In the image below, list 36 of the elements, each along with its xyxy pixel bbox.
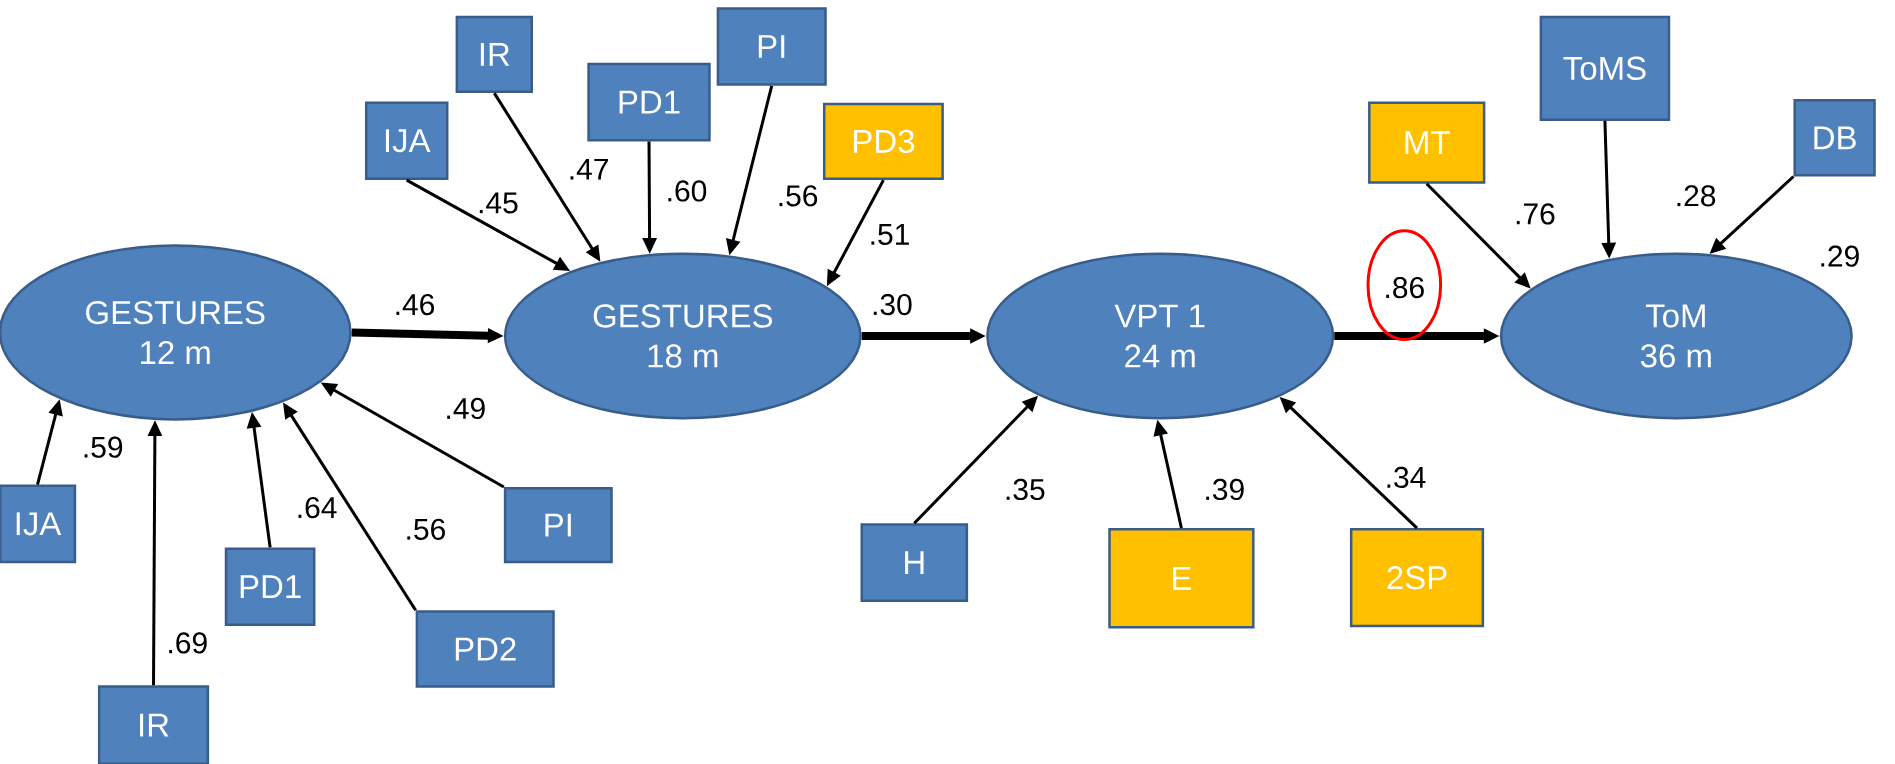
variable-box: IR bbox=[455, 15, 533, 94]
ellipse-node: GESTURES 18 m bbox=[503, 252, 862, 420]
variable-box: PD2 bbox=[415, 610, 555, 688]
edge-label: .46 bbox=[392, 293, 437, 317]
edge-label: .51 bbox=[867, 223, 912, 246]
edge-label: .56 bbox=[775, 184, 820, 208]
variable-box: MT bbox=[1368, 101, 1486, 184]
edge-label: .45 bbox=[476, 191, 520, 215]
variable-box: 2SP bbox=[1349, 528, 1485, 628]
edge-label: .30 bbox=[870, 293, 914, 317]
edge-label: .76 bbox=[1513, 202, 1557, 226]
edge-label: .69 bbox=[165, 631, 210, 655]
variable-box: IJA bbox=[0, 484, 77, 564]
variable-box: IR bbox=[97, 685, 210, 764]
edge-label: .28 bbox=[1673, 184, 1718, 208]
ellipse-node: VPT 1 24 m bbox=[986, 252, 1335, 420]
variable-box: IJA bbox=[364, 101, 449, 181]
variable-box: H bbox=[860, 523, 969, 602]
variable-box: E bbox=[1108, 528, 1255, 629]
variable-box: PI bbox=[503, 487, 613, 564]
edge-label: .64 bbox=[294, 496, 339, 520]
edge-label: .49 bbox=[443, 396, 488, 421]
variable-box: PD1 bbox=[224, 547, 316, 626]
edge-label: .35 bbox=[1002, 477, 1047, 502]
variable-box: PD3 bbox=[822, 102, 944, 181]
variable-box: PD1 bbox=[587, 62, 711, 142]
variable-box: DB bbox=[1793, 99, 1876, 177]
edge-label: .34 bbox=[1383, 465, 1428, 489]
edge-label: .47 bbox=[566, 157, 611, 181]
edge-label: .56 bbox=[403, 517, 448, 541]
edge-label: .39 bbox=[1202, 477, 1247, 502]
variable-box: PI bbox=[716, 7, 827, 86]
variable-box: ToMS bbox=[1539, 15, 1671, 121]
edge-label: .86 bbox=[1382, 275, 1427, 300]
edge-label: .60 bbox=[664, 179, 709, 203]
edge-label: .59 bbox=[80, 435, 125, 459]
